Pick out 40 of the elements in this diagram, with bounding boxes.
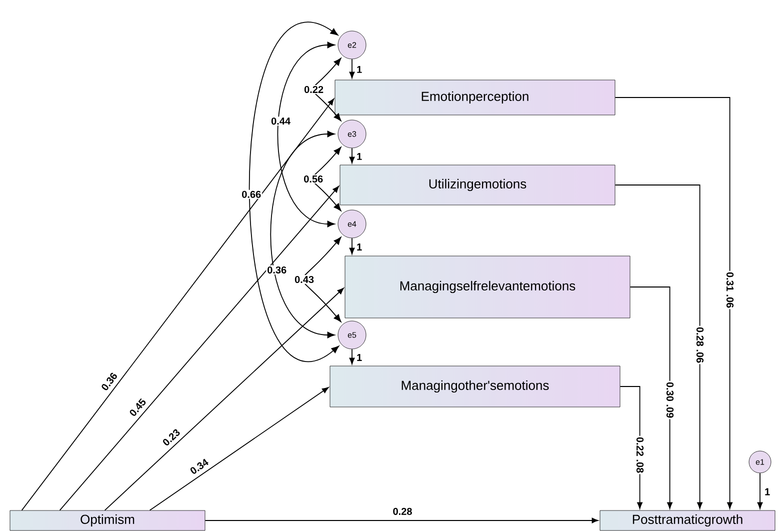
path-arrow	[59, 186, 340, 511]
edge-label: 1	[357, 244, 362, 250]
edge-label: 1	[357, 354, 362, 361]
edge-label: 0.34	[190, 458, 208, 474]
variable-box: Utilizingemotions	[340, 164, 616, 206]
edge-label: 0.28 .06	[696, 327, 704, 363]
variable-box: Managingother'semotions	[330, 366, 620, 408]
path-arrow	[349, 238, 355, 254]
variable-box: Posttramaticgrowth	[600, 510, 776, 531]
path-arrow	[149, 387, 329, 511]
covariance-arrow	[248, 22, 340, 362]
edge-label: 0.28	[393, 508, 412, 515]
variable-box: Managingselfrelevantemotions	[344, 256, 630, 318]
path-arrow	[614, 184, 702, 509]
edge-label: 0.56	[304, 175, 323, 183]
edge-label: 0.43	[294, 276, 314, 284]
path-arrow	[614, 97, 732, 509]
path-arrow	[349, 58, 355, 78]
edge-label: 1	[357, 153, 362, 160]
edge-label: 0.31 .06	[726, 272, 734, 308]
variable-box: Optimism	[10, 510, 206, 531]
path-arrow	[204, 518, 598, 524]
edge-label: 1	[357, 66, 362, 73]
path-arrow	[104, 288, 344, 511]
path-arrow	[349, 148, 355, 164]
path-arrow	[21, 98, 334, 511]
covariance-arrow	[277, 42, 335, 228]
path-arrow	[757, 472, 763, 509]
edge-label: 0.22 .08	[636, 437, 644, 473]
edge-label: 0.66	[242, 190, 261, 198]
edge-label: 0.36	[268, 266, 286, 274]
variable-box: Emotionperception	[334, 80, 616, 116]
edge-label: 0.22	[304, 86, 324, 94]
edge-label: 0.30 .09	[666, 382, 674, 418]
covariance-arrow	[302, 236, 342, 322]
edge-label: 0.23	[163, 429, 180, 446]
covariance-arrow	[270, 130, 335, 338]
path-arrow	[349, 348, 355, 364]
edge-label: 0.44	[271, 118, 290, 125]
edge-label: 1	[765, 488, 770, 496]
